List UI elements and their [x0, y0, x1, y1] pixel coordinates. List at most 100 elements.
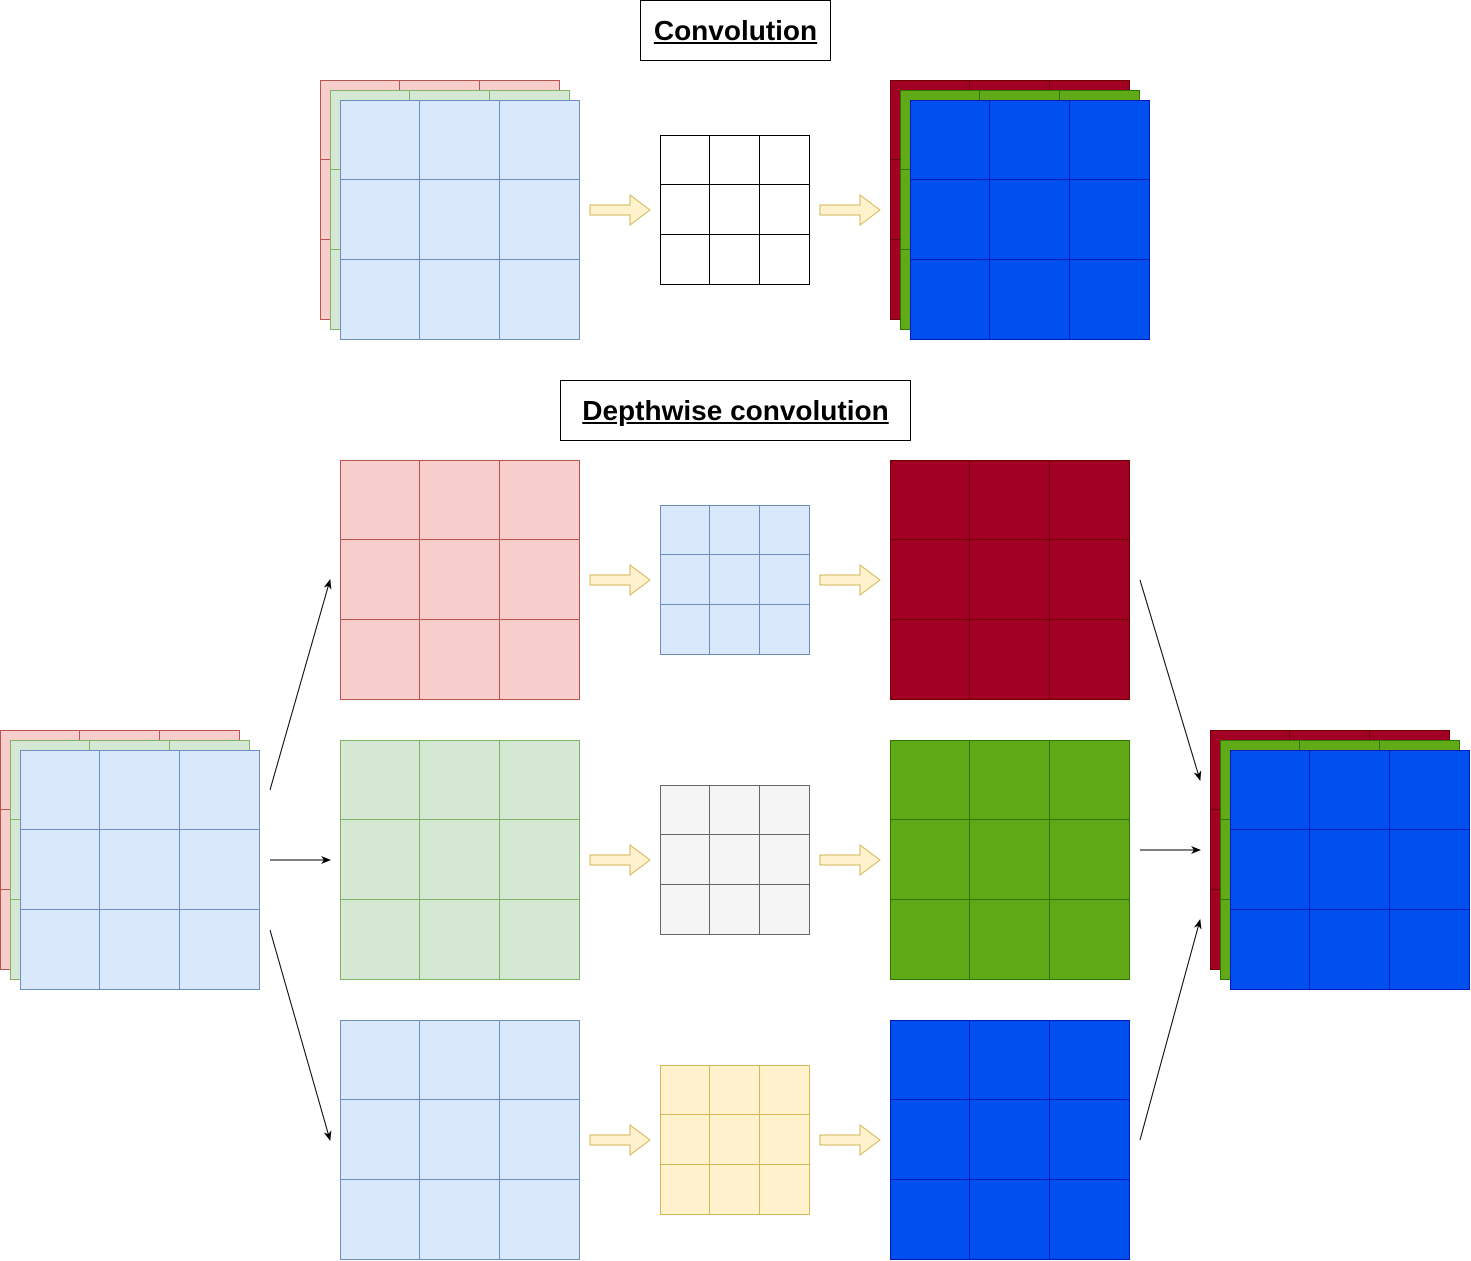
grid-cell — [891, 1100, 971, 1180]
grid-cell — [420, 180, 500, 260]
grid-cell — [911, 180, 991, 260]
flow-block-arrow — [819, 194, 881, 226]
grid-cell — [1049, 741, 1129, 821]
grid-cell — [179, 830, 259, 910]
grid-cell — [100, 830, 180, 910]
grid-cell — [420, 101, 500, 181]
grid-cell — [341, 461, 421, 541]
grid-cell — [341, 259, 421, 339]
grid-cell — [1310, 909, 1390, 989]
grid-cell — [341, 1100, 421, 1180]
grid-cell — [661, 136, 711, 186]
flow-block-arrow — [589, 1124, 651, 1156]
grid-cell — [710, 1164, 760, 1214]
grid-cell — [341, 741, 421, 821]
grid-cell — [1049, 899, 1129, 979]
grid-cell — [341, 1021, 421, 1101]
grid-cell — [21, 830, 101, 910]
grid-cell — [341, 180, 421, 260]
grid-cell — [891, 619, 971, 699]
grid-cell — [341, 101, 421, 181]
flow-block-arrow — [819, 1124, 881, 1156]
grid-cell — [891, 1021, 971, 1101]
grid-cell — [420, 540, 500, 620]
grid-cell — [759, 555, 809, 605]
grid-cell — [1049, 461, 1129, 541]
grid-cell — [21, 751, 101, 831]
grid-cell — [970, 461, 1050, 541]
grid-cell — [759, 1066, 809, 1116]
grid-cell — [891, 899, 971, 979]
dw-output-green — [890, 740, 1130, 980]
grid-cell — [661, 884, 711, 934]
connector-arrow — [269, 929, 332, 1141]
connector-arrow — [1139, 579, 1202, 781]
grid-cell — [499, 1179, 579, 1259]
grid-cell — [710, 506, 760, 556]
connector-arrow — [269, 579, 332, 791]
grid-cell — [341, 540, 421, 620]
grid-cell — [759, 786, 809, 836]
grid-cell — [100, 751, 180, 831]
conv-input-blue-layer — [340, 100, 580, 340]
grid-cell — [759, 506, 809, 556]
grid-cell — [499, 741, 579, 821]
dw-channel-blue — [340, 1020, 580, 1260]
grid-cell — [179, 909, 259, 989]
convolution-title: Convolution — [640, 0, 831, 61]
grid-cell — [661, 786, 711, 836]
grid-cell — [759, 1164, 809, 1214]
grid-cell — [710, 1066, 760, 1116]
grid-cell — [990, 101, 1070, 181]
grid-cell — [661, 1115, 711, 1165]
grid-cell — [661, 1066, 711, 1116]
grid-cell — [990, 180, 1070, 260]
dw-result-blue-layer — [1230, 750, 1470, 990]
grid-cell — [1049, 1100, 1129, 1180]
grid-cell — [499, 180, 579, 260]
grid-cell — [1049, 820, 1129, 900]
grid-cell — [420, 820, 500, 900]
dw-kernel-yellow — [660, 1065, 810, 1215]
grid-cell — [970, 1100, 1050, 1180]
grid-cell — [710, 884, 760, 934]
grid-cell — [341, 619, 421, 699]
grid-cell — [1069, 101, 1149, 181]
conv-kernel — [660, 135, 810, 285]
grid-cell — [499, 101, 579, 181]
dw-kernel-blue — [660, 505, 810, 655]
grid-cell — [420, 1100, 500, 1180]
grid-cell — [499, 259, 579, 339]
grid-cell — [341, 899, 421, 979]
grid-cell — [100, 909, 180, 989]
grid-cell — [759, 604, 809, 654]
grid-cell — [420, 461, 500, 541]
grid-cell — [891, 540, 971, 620]
grid-cell — [661, 185, 711, 235]
grid-cell — [759, 1115, 809, 1165]
flow-block-arrow — [819, 844, 881, 876]
grid-cell — [911, 101, 991, 181]
dw-output-red — [890, 460, 1130, 700]
grid-cell — [420, 1021, 500, 1101]
grid-cell — [1231, 909, 1311, 989]
grid-cell — [710, 234, 760, 284]
conv-output-blue-layer — [910, 100, 1150, 340]
grid-cell — [499, 619, 579, 699]
flow-block-arrow — [589, 564, 651, 596]
grid-cell — [499, 1100, 579, 1180]
grid-cell — [759, 234, 809, 284]
grid-cell — [661, 1164, 711, 1214]
grid-cell — [1049, 1021, 1129, 1101]
grid-cell — [499, 899, 579, 979]
grid-cell — [710, 136, 760, 186]
grid-cell — [891, 820, 971, 900]
grid-cell — [990, 259, 1070, 339]
grid-cell — [1389, 751, 1469, 831]
grid-cell — [1389, 830, 1469, 910]
grid-cell — [970, 1021, 1050, 1101]
grid-cell — [1049, 619, 1129, 699]
grid-cell — [499, 820, 579, 900]
grid-cell — [661, 835, 711, 885]
dw-input-blue-layer — [20, 750, 260, 990]
